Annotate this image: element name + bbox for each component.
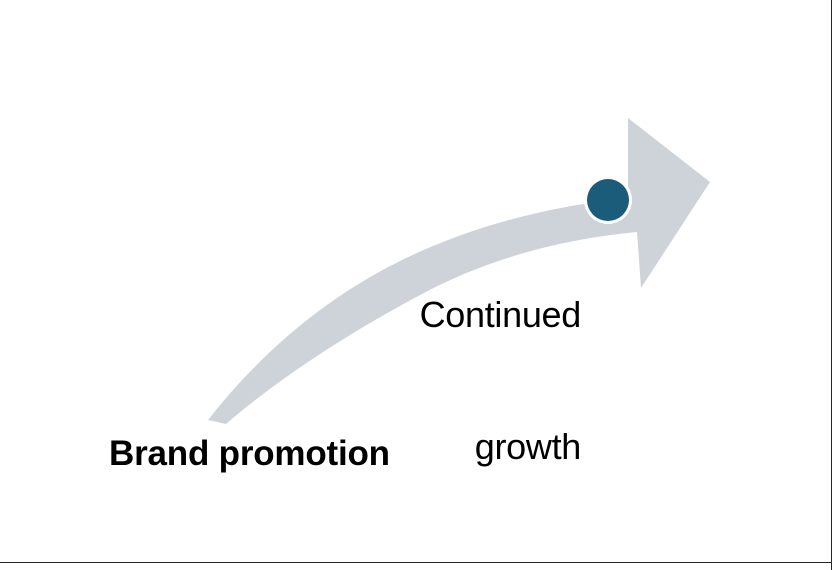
- end-label-line-2: growth: [474, 425, 582, 467]
- progress-dot-icon: [587, 179, 629, 221]
- curved-upward-arrow-icon: [208, 118, 710, 424]
- end-label: Continued growth: [300, 205, 582, 556]
- end-label-line-1: Continued: [419, 293, 582, 335]
- start-label: Brand promotion: [109, 434, 390, 473]
- bottom-edge-rule: [0, 562, 832, 563]
